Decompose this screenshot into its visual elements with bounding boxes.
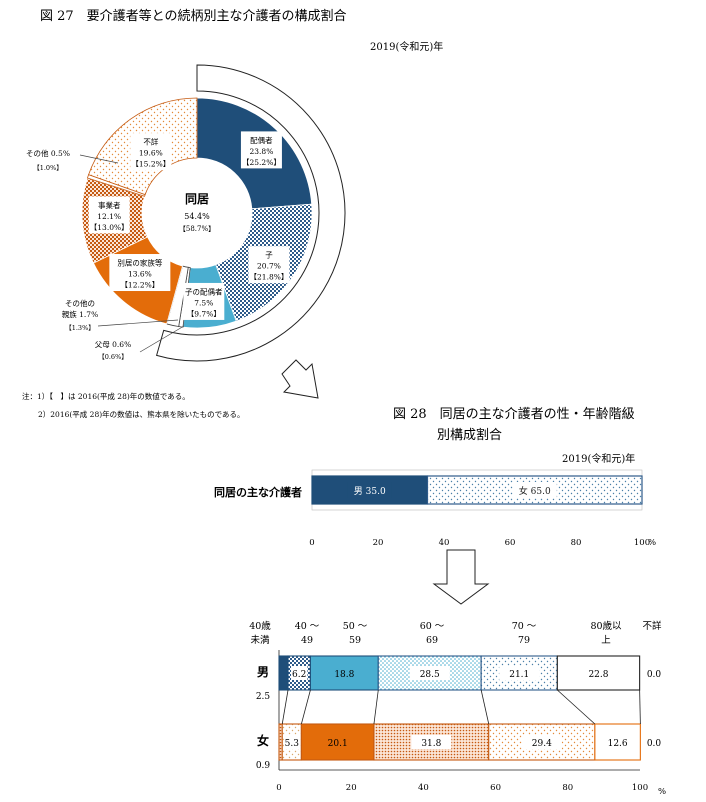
bar-label-女: 女 65.0 bbox=[519, 485, 551, 497]
age-label-0: 40歳未満 bbox=[249, 620, 271, 646]
x-tick-1: 20 bbox=[373, 538, 384, 548]
center-label: 同居 bbox=[185, 192, 209, 206]
value-box-0-5 bbox=[578, 666, 619, 680]
value-label-1-3: 31.8 bbox=[421, 739, 441, 749]
x2-tick-1: 20 bbox=[346, 783, 357, 793]
center-prev: 【58.7%】 bbox=[179, 225, 215, 233]
x2-tick-4: 80 bbox=[562, 783, 573, 793]
pie-label-box-5 bbox=[109, 254, 171, 292]
connector-3 bbox=[480, 689, 490, 725]
value-label-1-2: 20.1 bbox=[328, 739, 348, 749]
category-sub-1: 0.9 bbox=[256, 761, 271, 771]
x2-tick-3: 60 bbox=[490, 783, 501, 793]
x-tick-3: 60 bbox=[505, 538, 516, 548]
x2-tick-0: 0 bbox=[276, 783, 281, 793]
outer-group-arc bbox=[155, 64, 346, 362]
figure28-title-line2: 別構成割合 bbox=[437, 427, 502, 443]
value-label-1-4: 29.4 bbox=[532, 739, 552, 749]
note-2: 2）2016(平成 28)年の数値は、熊本県を除いたものである。 bbox=[38, 409, 245, 419]
value-label-0-2: 18.8 bbox=[334, 670, 354, 680]
leader-4 bbox=[97, 319, 179, 327]
note-1: 注：1）【 】は 2016(平成 28)年の数値である。 bbox=[22, 391, 190, 401]
value-box-1-4 bbox=[521, 735, 562, 749]
category-sub-0: 2.5 bbox=[256, 692, 271, 702]
value-box-0-2 bbox=[324, 666, 365, 680]
value-label-0-1: 6.2 bbox=[292, 670, 306, 680]
value-label-0-3: 28.5 bbox=[420, 670, 440, 680]
age-label-2: 50 ～59 bbox=[343, 621, 368, 646]
pie-label-box-0 bbox=[240, 131, 282, 169]
bar-label-box-1 bbox=[512, 482, 557, 498]
value-box-0-4 bbox=[499, 666, 540, 680]
value-box-1-1 bbox=[283, 735, 300, 749]
age-bar-chart: 6.2 18.8 28.5 21.1 22.8 男 2.5 0.0 5.3 20.1 31.8 29.… bbox=[249, 620, 666, 797]
x2-unit: % bbox=[658, 787, 666, 797]
connector-0 bbox=[281, 689, 289, 725]
value-label-0-4: 21.1 bbox=[509, 670, 529, 680]
connector-5 bbox=[639, 689, 641, 725]
value-box-1-3 bbox=[411, 735, 452, 749]
center-value: 54.4% bbox=[184, 212, 210, 221]
pie-prev-7: 【1.0%】 bbox=[33, 164, 63, 172]
bar-label-box-0 bbox=[347, 482, 392, 498]
category-male: 男 bbox=[257, 665, 269, 679]
value-label-0-5: 22.8 bbox=[588, 670, 608, 680]
pie-label-7: その他 0.5% bbox=[26, 148, 70, 158]
pie-label-box-1 bbox=[248, 246, 290, 284]
connector-2 bbox=[373, 689, 379, 725]
category-female: 女 bbox=[257, 733, 269, 748]
value-label-1-5: 12.6 bbox=[608, 739, 628, 749]
value-box-1-5 bbox=[597, 735, 638, 749]
age-label-3: 60 ～69 bbox=[420, 621, 445, 646]
x-tick-5: 100 bbox=[634, 538, 650, 548]
x2-tick-5: 100 bbox=[632, 783, 648, 793]
x-tick-0: 0 bbox=[309, 538, 314, 548]
sex-bar-chart: 同居の主な介護者 男 35.0 女 65.0 0 20 40 60 80 100% bbox=[214, 469, 656, 548]
figure28-title-line1: 図 28 同居の主な介護者の性・年齢階級 bbox=[393, 406, 635, 422]
pie-label-4: その他の親族 1.7% bbox=[62, 298, 98, 319]
pie-label-box-6 bbox=[88, 196, 130, 234]
pie-label-3: 父母 0.6% bbox=[95, 340, 131, 349]
age-label-5: 80歳以上 bbox=[590, 620, 622, 646]
value-box-0-1 bbox=[291, 666, 308, 680]
category-label: 同居の主な介護者 bbox=[214, 485, 302, 499]
connector-4 bbox=[557, 689, 596, 725]
leader-3 bbox=[139, 325, 185, 353]
figure27-title: 図 27 要介護者等との続柄別主な介護者の構成割合 bbox=[40, 8, 347, 24]
figure27-year: 2019(令和元)年 bbox=[370, 40, 443, 53]
x-tick-2: 40 bbox=[439, 538, 450, 548]
age-label-1: 40 ～49 bbox=[295, 621, 320, 646]
value-label-unknown-1: 0.0 bbox=[647, 739, 662, 749]
pie-prev-4: 【1.3%】 bbox=[65, 324, 95, 332]
value-label-1-1: 5.3 bbox=[285, 739, 300, 749]
arrow-down-icon bbox=[432, 549, 490, 605]
pie-label-box-2 bbox=[183, 282, 225, 320]
age-label-4: 70 ～79 bbox=[512, 621, 537, 646]
arrow-down-right-icon bbox=[281, 359, 319, 399]
age-label-6: 不詳 bbox=[642, 620, 662, 632]
value-box-1-2 bbox=[317, 735, 358, 749]
x-unit: % bbox=[648, 538, 656, 548]
value-box-0-3 bbox=[409, 666, 450, 680]
x2-tick-2: 40 bbox=[418, 783, 429, 793]
x-tick-4: 80 bbox=[571, 538, 582, 548]
connector-1 bbox=[300, 689, 311, 725]
figure28-year: 2019(令和元)年 bbox=[562, 452, 635, 465]
bar-male-seg-0 bbox=[278, 655, 289, 691]
leader-7 bbox=[79, 154, 119, 164]
pie-label-box-8 bbox=[130, 133, 172, 171]
pie-center bbox=[143, 159, 251, 267]
pie-prev-3: 【0.6%】 bbox=[98, 353, 128, 361]
bar-label-男: 男 35.0 bbox=[354, 486, 386, 497]
value-label-unknown-0: 0.0 bbox=[647, 670, 662, 680]
